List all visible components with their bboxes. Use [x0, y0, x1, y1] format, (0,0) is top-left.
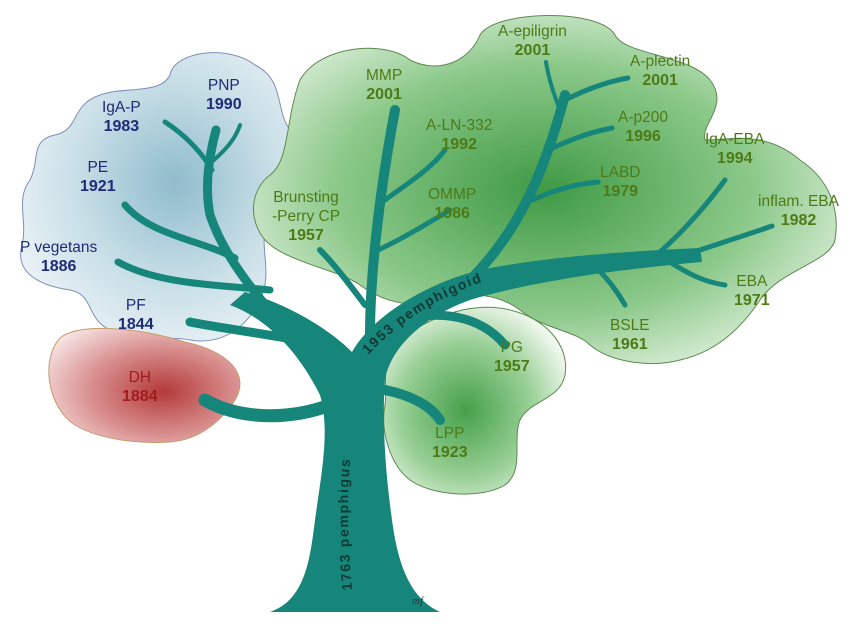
- node-year: 1923: [432, 444, 468, 461]
- branch-igaeba: [657, 177, 728, 255]
- node-year: 2001: [514, 42, 551, 59]
- node-name: DH: [128, 369, 151, 386]
- node-pf: PF 1844: [118, 296, 154, 334]
- node-name: P vegetans: [20, 239, 98, 256]
- node-aplectin: A-plectin 2001: [630, 52, 690, 90]
- node-year: 1979: [602, 183, 639, 200]
- node-name: IgA-P: [102, 99, 141, 116]
- branch-mmp: [365, 105, 400, 340]
- artist-signature: mf: [412, 595, 423, 607]
- node-year: 1844: [118, 316, 154, 333]
- branch-dh: [198, 393, 337, 423]
- node-igap: IgA-P 1983: [102, 98, 141, 136]
- node-igaeba: IgA-EBA 1994: [705, 130, 764, 168]
- node-lpp: LPP 1923: [432, 424, 468, 462]
- branch-pnp-tip: [212, 123, 242, 162]
- branch-aln: [382, 147, 448, 203]
- node-year: 1961: [612, 336, 648, 353]
- node-pe: PE 1921: [80, 158, 116, 196]
- pemphigoid-cloud-upper: [253, 15, 837, 365]
- branch-epiligrin: [465, 90, 570, 285]
- node-aln332: A-LN-332 1992: [426, 116, 492, 154]
- node-pnp: PNP 1990: [206, 76, 242, 114]
- node-name: PNP: [207, 77, 240, 94]
- trunk-label: 1763 pemphigus: [335, 457, 355, 591]
- node-brunsting-perry: Brunsting -Perry CP 1957: [272, 188, 340, 245]
- node-name: BSLE: [610, 317, 650, 334]
- node-ap200: A-p200 1996: [618, 108, 668, 146]
- node-year: 1886: [40, 258, 77, 275]
- node-year: 1983: [103, 118, 140, 135]
- node-name: LPP: [435, 425, 465, 442]
- node-name: LABD: [600, 164, 641, 181]
- node-year: 2001: [366, 86, 402, 103]
- node-labd: LABD 1979: [600, 163, 641, 201]
- node-name: A-plectin: [630, 53, 691, 70]
- node-pg: PG 1957: [494, 338, 530, 376]
- node-name: A-p200: [618, 109, 668, 126]
- node-pvegetans: P vegetans 1886: [20, 238, 97, 276]
- node-name: OMMP: [428, 186, 477, 203]
- node-ommp: OMMP 1986: [428, 185, 476, 223]
- tree-trunk: [230, 248, 702, 612]
- node-name-line2: -Perry CP: [272, 208, 341, 225]
- node-name: inflam. EBA: [758, 193, 839, 210]
- branch-pe: [121, 201, 239, 262]
- branch-ommp: [375, 207, 453, 253]
- branch-igap: [162, 119, 215, 173]
- node-year: 1986: [434, 205, 470, 222]
- branch-brunsting: [317, 247, 368, 308]
- node-dh: DH 1884: [122, 368, 158, 406]
- node-year: 1957: [288, 227, 324, 244]
- node-name: EBA: [736, 273, 768, 290]
- node-year: 1921: [80, 178, 116, 195]
- node-year: 1957: [494, 358, 530, 375]
- tree: [114, 60, 775, 612]
- node-year: 1982: [780, 212, 817, 229]
- node-year: 1994: [716, 150, 753, 167]
- node-year: 1990: [206, 96, 242, 113]
- branch-labd: [529, 179, 601, 203]
- branch-bsle: [587, 259, 628, 308]
- node-name: MMP: [366, 67, 403, 84]
- node-name: PE: [87, 159, 109, 176]
- branch-pvegetans: [114, 258, 274, 294]
- branch-inflameba: [697, 223, 775, 253]
- branch-ap200: [545, 125, 615, 153]
- branch-pf: [185, 317, 323, 350]
- branch-eba: [667, 259, 728, 288]
- branch-pnp: [203, 125, 305, 350]
- node-aepiligrin: A-epiligrin 2001: [498, 22, 567, 60]
- node-year: 1884: [122, 388, 158, 405]
- node-name: IgA-EBA: [705, 131, 765, 148]
- branch-epiligrin-tip: [544, 60, 562, 112]
- node-eba: EBA 1971: [734, 272, 770, 310]
- node-mmp: MMP 2001: [366, 66, 402, 104]
- node-year: 1971: [734, 292, 770, 309]
- node-name-line1: Brunsting: [273, 189, 339, 206]
- node-inflameba: inflam. EBA 1982: [758, 192, 839, 230]
- dh-cloud: [48, 327, 241, 443]
- branch-pg: [395, 310, 510, 350]
- branch-aplectin: [562, 75, 631, 103]
- node-name: A-LN-332: [426, 117, 493, 134]
- node-year: 2001: [642, 72, 678, 89]
- node-year: 1992: [441, 136, 477, 153]
- node-name: PF: [125, 297, 146, 314]
- node-bsle: BSLE 1961: [610, 316, 650, 354]
- node-name: A-epiligrin: [498, 23, 567, 40]
- branch-lpp: [380, 385, 445, 425]
- node-name: PG: [500, 339, 523, 356]
- node-year: 1996: [625, 128, 661, 145]
